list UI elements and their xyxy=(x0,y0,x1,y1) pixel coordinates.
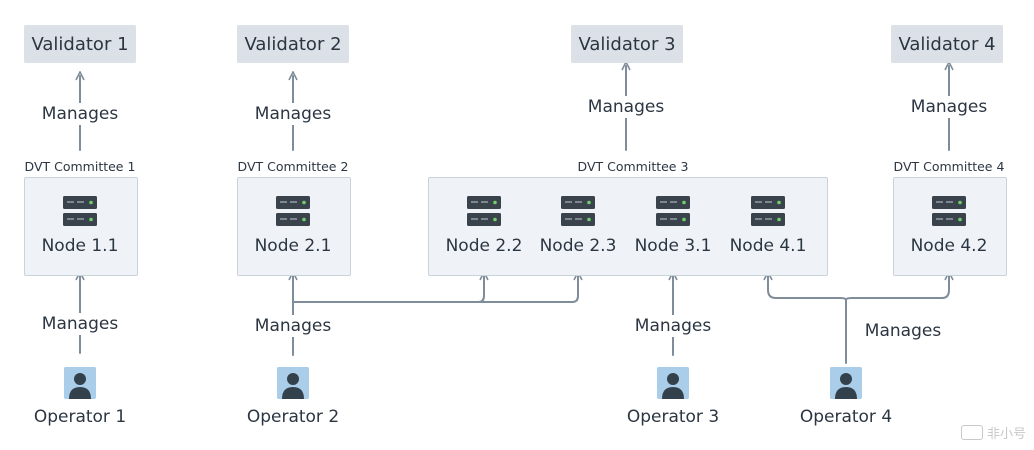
operator-label-2: Operator 2 xyxy=(246,407,340,427)
manages-label: Manages xyxy=(243,315,343,337)
manages-label: Manages xyxy=(30,313,130,335)
arrow-operator4-to-node41 xyxy=(768,276,847,301)
server-icon xyxy=(751,196,785,226)
manages-label: Manages xyxy=(864,321,942,341)
server-icon xyxy=(561,196,595,226)
committee-label-1: DVT Committee 1 xyxy=(24,159,136,174)
validator-4: Validator 4 xyxy=(891,25,1003,63)
validator-3: Validator 3 xyxy=(571,25,683,63)
manages-label: Manages xyxy=(623,315,723,337)
committee-box-1 xyxy=(24,177,138,276)
validator-2: Validator 2 xyxy=(237,25,349,63)
node-label-2-1: Node 2.1 xyxy=(254,236,332,256)
operator-label-3: Operator 3 xyxy=(626,407,720,427)
node-label-2-2: Node 2.2 xyxy=(445,236,523,256)
validator-label: Validator 4 xyxy=(898,33,996,55)
manages-label: Manages xyxy=(30,103,130,125)
operator-label-1: Operator 1 xyxy=(33,407,127,427)
node-label-3-1: Node 3.1 xyxy=(634,236,712,256)
committee-box-2 xyxy=(237,177,351,276)
committee-box-3 xyxy=(428,177,828,276)
manages-label: Manages xyxy=(899,96,999,118)
validator-1: Validator 1 xyxy=(24,25,136,63)
committee-label-3: DVT Committee 3 xyxy=(577,159,689,174)
server-icon xyxy=(63,196,97,226)
operator-label-4: Operator 4 xyxy=(799,407,893,427)
watermark-text: 非小号 xyxy=(986,427,1026,442)
watermark-logo-icon xyxy=(960,425,983,440)
arrow-operator4-to-node42 xyxy=(845,276,949,301)
validator-label: Validator 2 xyxy=(244,33,342,55)
user-icon xyxy=(657,367,689,399)
validator-label: Validator 1 xyxy=(31,33,129,55)
committee-box-4 xyxy=(893,177,1007,276)
watermark: 非小号 xyxy=(960,423,1026,442)
server-icon xyxy=(656,196,690,226)
server-icon xyxy=(467,196,501,226)
committee-label-2: DVT Committee 2 xyxy=(237,159,349,174)
node-label-4-1: Node 4.1 xyxy=(729,236,807,256)
server-icon xyxy=(276,196,310,226)
committee-label-4: DVT Committee 4 xyxy=(893,159,1005,174)
arrow-operator2-to-node23 xyxy=(477,276,578,303)
manages-label: Manages xyxy=(576,96,676,118)
server-icon xyxy=(932,196,966,226)
user-icon xyxy=(64,367,96,399)
node-label-2-3: Node 2.3 xyxy=(539,236,617,256)
node-label-4-2: Node 4.2 xyxy=(910,236,988,256)
user-icon xyxy=(277,367,309,399)
user-icon xyxy=(830,367,862,399)
node-label-1-1: Node 1.1 xyxy=(41,236,119,256)
arrow-operator2-to-node22 xyxy=(292,276,484,303)
validator-label: Validator 3 xyxy=(578,33,676,55)
manages-label: Manages xyxy=(243,103,343,125)
